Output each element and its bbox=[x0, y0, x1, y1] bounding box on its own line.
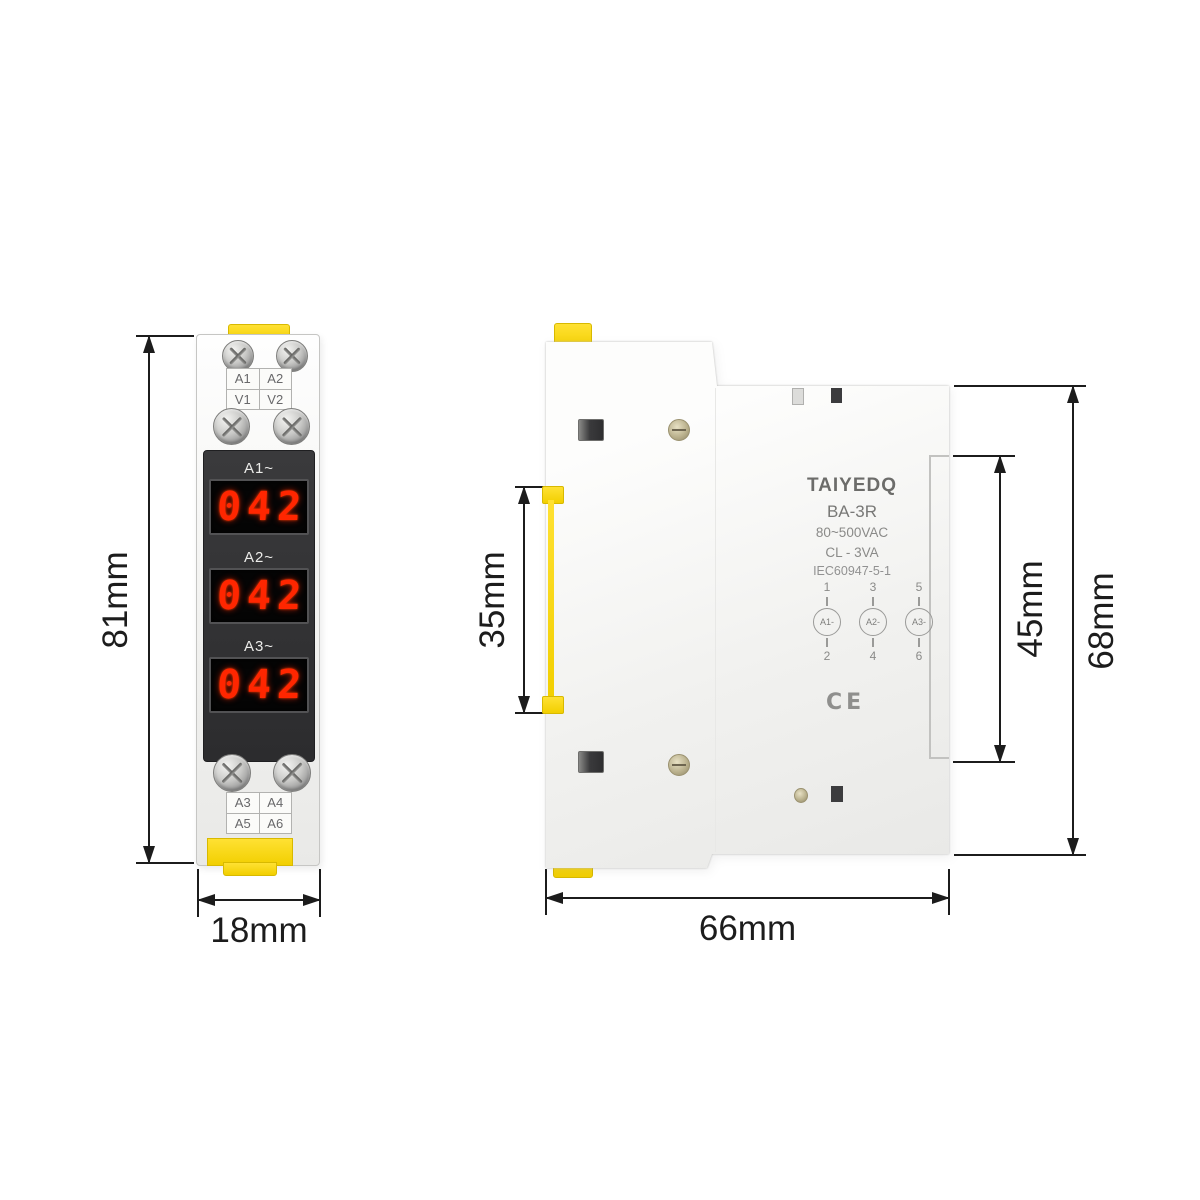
display-window: 042 bbox=[209, 568, 309, 624]
voltage-display-unit: A2~ 042 bbox=[204, 548, 314, 624]
case-screw bbox=[794, 788, 808, 803]
terminal-label: V2 bbox=[259, 389, 291, 409]
dimension-label: 81mm bbox=[96, 550, 135, 649]
terminal-label: A3 bbox=[227, 793, 259, 813]
voltage-readout: 042 bbox=[215, 573, 309, 619]
terminal-label: A5 bbox=[227, 813, 259, 833]
wiring-column: 5 A3- 6 bbox=[904, 580, 934, 664]
face-edge bbox=[929, 455, 931, 759]
wiring-column: 1 A1- 2 bbox=[812, 580, 842, 664]
terminal-number: 3 bbox=[869, 580, 877, 594]
terminal-circle: A1- bbox=[813, 608, 841, 636]
vent-slot bbox=[578, 419, 604, 441]
dimension-side-height: 68mm bbox=[954, 385, 1121, 856]
face-edge bbox=[929, 455, 949, 457]
case-screw bbox=[668, 419, 690, 441]
terminal-screw bbox=[276, 340, 308, 372]
wire-line bbox=[872, 638, 874, 647]
terminal-label: A1 bbox=[227, 369, 259, 389]
latch-mark bbox=[792, 388, 804, 405]
wire-line bbox=[918, 638, 920, 647]
dimension-side-face: 45mm bbox=[953, 455, 1050, 763]
latch-mark bbox=[831, 388, 842, 403]
dimension-side-clip: 35mm bbox=[473, 486, 551, 714]
dimension-front-width: 18mm bbox=[197, 869, 321, 950]
dimension-label: 35mm bbox=[473, 551, 512, 649]
phase-label: A1~ bbox=[243, 460, 275, 477]
phase-label: A2~ bbox=[243, 549, 275, 566]
terminal-grid-top: A1 A2 V1 V2 bbox=[226, 368, 292, 410]
side-body bbox=[546, 342, 949, 868]
terminal-circle: A2- bbox=[859, 608, 887, 636]
display-window: 042 bbox=[209, 479, 309, 535]
terminal-number: 5 bbox=[915, 580, 923, 594]
din-clip-bottom-tab bbox=[223, 862, 277, 876]
terminal-label: V1 bbox=[227, 389, 259, 409]
dimension-side-depth: 66mm bbox=[545, 869, 950, 948]
dimension-label: 18mm bbox=[210, 911, 308, 950]
dimension-front-height: 81mm bbox=[96, 335, 194, 864]
voltage-range: 80~500VAC bbox=[815, 525, 889, 540]
din-spring-tab bbox=[542, 696, 564, 714]
side-view: TAIYEDQ BA-3R 80~500VAC CL - 3VA IEC6094… bbox=[540, 323, 954, 880]
din-clip-bottom bbox=[207, 838, 293, 866]
terminal-label: A2 bbox=[259, 369, 291, 389]
vent-slot bbox=[578, 751, 604, 773]
brand-name: TAIYEDQ bbox=[806, 475, 898, 496]
dimension-label: 68mm bbox=[1082, 571, 1121, 670]
terminal-number: 6 bbox=[915, 649, 923, 663]
terminal-screw bbox=[273, 408, 310, 445]
voltage-readout: 042 bbox=[215, 484, 309, 530]
terminal-number: 2 bbox=[823, 649, 831, 663]
face-edge bbox=[929, 757, 949, 759]
wiring-diagram: 1 A1- 2 3 A2- 4 5 A3- 6 bbox=[812, 580, 934, 664]
din-spring bbox=[548, 500, 554, 698]
dimension-label: 66mm bbox=[698, 909, 797, 948]
terminal-label: A4 bbox=[259, 793, 291, 813]
terminal-screw bbox=[213, 754, 251, 792]
case-screw bbox=[668, 754, 690, 776]
terminal-number: 1 bbox=[823, 580, 831, 594]
wiring-column: 3 A2- 4 bbox=[858, 580, 888, 664]
standard-code: IEC60947-5-1 bbox=[813, 564, 891, 578]
dimension-label: 45mm bbox=[1011, 560, 1050, 658]
voltage-display-unit: A1~ 042 bbox=[204, 459, 314, 535]
model-number: BA-3R bbox=[826, 502, 878, 521]
wire-line bbox=[826, 638, 828, 647]
terminal-label: A6 bbox=[259, 813, 291, 833]
terminal-circle: A3- bbox=[905, 608, 933, 636]
product-label: TAIYEDQ BA-3R 80~500VAC CL - 3VA IEC6094… bbox=[778, 476, 926, 578]
front-view: A1 A2 V1 V2 A1~ 042 A2~ 042 A3~ 042 A3 bbox=[196, 324, 320, 876]
display-panel: A1~ 042 A2~ 042 A3~ 042 bbox=[203, 450, 315, 762]
case-seam bbox=[715, 388, 716, 852]
display-window: 042 bbox=[209, 657, 309, 713]
wire-line bbox=[826, 597, 828, 606]
wire-line bbox=[872, 597, 874, 606]
power-rating: CL - 3VA bbox=[825, 544, 879, 560]
terminal-screw bbox=[273, 754, 311, 792]
latch-mark bbox=[831, 786, 843, 802]
voltage-display-unit: A3~ 042 bbox=[204, 637, 314, 713]
terminal-number: 4 bbox=[869, 649, 877, 663]
terminal-screw bbox=[213, 408, 250, 445]
terminal-grid-bottom: A3 A4 A5 A6 bbox=[226, 792, 292, 834]
voltage-readout: 042 bbox=[215, 662, 309, 708]
wire-line bbox=[918, 597, 920, 606]
phase-label: A3~ bbox=[243, 638, 275, 655]
ce-mark: CE bbox=[826, 690, 866, 715]
